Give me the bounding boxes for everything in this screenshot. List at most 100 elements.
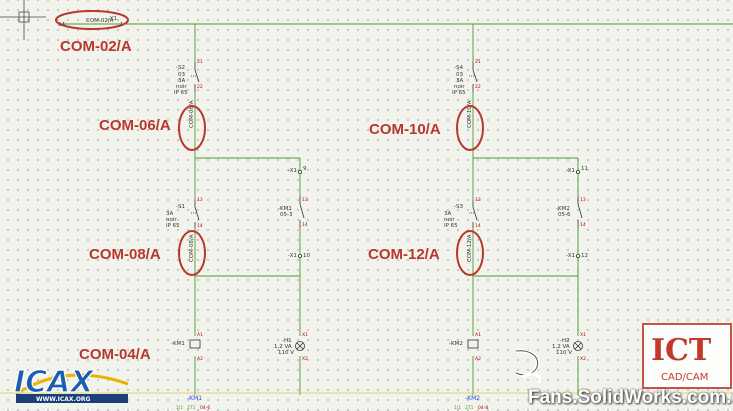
ict-logo-graphic: ICT CAD/CAM — [642, 323, 732, 389]
cable-com08-label: COM-08/A — [189, 234, 195, 262]
km1-contact-tag: -KM1 — [278, 206, 292, 212]
h2-power: 1,2 VA — [552, 344, 570, 350]
switch-s1-symbol[interactable] — [191, 200, 200, 228]
icax-logo: ICAX WWW.ICAX.ORG — [6, 354, 134, 406]
s2-ip: IP 65 — [174, 90, 188, 96]
switch-s2-symbol[interactable] — [191, 62, 200, 92]
source-terminal-tag: -X1 — [108, 16, 117, 22]
s3-ip: IP 65 — [444, 223, 458, 229]
km2-coil-pin-top: A1 — [475, 332, 481, 338]
h1-tag: -H1 — [282, 338, 292, 344]
km2-contact-pin-bottom: 14 — [580, 222, 586, 228]
s1-pin-bottom: 14 — [197, 223, 203, 229]
ict-logo-text: ICT — [651, 333, 712, 368]
km1-ref-label: -KM1 — [187, 395, 202, 402]
h1-voltage: 110 V — [278, 350, 294, 356]
km2-ref-code-1: 1|1 — [454, 405, 461, 411]
km1-coil-pin-top: A1 — [197, 332, 203, 338]
km1-contact-pin-bottom: 14 — [302, 222, 308, 228]
terminal-x1-top-symbol[interactable] — [297, 169, 302, 174]
cable-com12-highlight[interactable] — [456, 230, 484, 276]
x1-top-2-tag: -X1 — [566, 168, 575, 174]
s1-ip: IP 65 — [166, 223, 180, 229]
icax-logo-graphic: ICAX WWW.ICAX.ORG — [13, 364, 129, 403]
km2-ref-code-3: 04-8 — [478, 405, 488, 411]
km1-ref-code-1: 1|1 — [176, 405, 183, 411]
cable-com06-label: COM-06/A — [189, 100, 195, 128]
s4-tag: -S4 — [454, 65, 463, 71]
icax-logo-url: WWW.ICAX.ORG — [36, 396, 91, 403]
cable-com08-highlight[interactable] — [178, 230, 206, 276]
switch-s3-symbol[interactable] — [469, 200, 478, 228]
s1-pin-top: 13 — [197, 197, 203, 203]
x1-top-2-num: 11 — [581, 166, 588, 172]
solidworks-watermark: Fans.SolidWorks.com.cn — [528, 387, 733, 408]
s2-color: noir — [176, 84, 187, 90]
h2-tag: -H2 — [560, 338, 570, 344]
km1-contact-ref: 05-3 — [280, 212, 293, 218]
s2-ref: 03 — [178, 72, 185, 78]
s4-ip: IP 65 — [452, 90, 466, 96]
s4-rating: 3A — [456, 78, 463, 84]
s2-rating: 3A — [178, 78, 185, 84]
s1-color: noir — [166, 217, 177, 223]
h2-pin-top: X1 — [580, 332, 586, 338]
cable-com10-highlight[interactable] — [456, 105, 484, 151]
ict-logo: ICT CAD/CAM — [641, 322, 733, 392]
km2-coil-tag: -KM2 — [449, 341, 463, 347]
coil-km2-symbol[interactable] — [467, 339, 479, 349]
s4-pin-top: 21 — [475, 59, 481, 65]
km1-coil-pin-bottom: A2 — [197, 356, 203, 362]
callout-com-06: COM-06/A — [99, 117, 171, 134]
x1-bottom-num: 10 — [303, 253, 310, 259]
column-1-wiring — [194, 24, 301, 395]
s2-pin-bottom: 22 — [197, 84, 203, 90]
km2-coil-pin-bottom: A2 — [475, 356, 481, 362]
km2-contact-pin-top: 13 — [580, 197, 586, 203]
s2-tag: -S2 — [176, 65, 185, 71]
s1-tag: -S1 — [176, 204, 185, 210]
x1-top-num: 9 — [303, 166, 307, 172]
h2-pin-bottom: X2 — [580, 356, 586, 362]
x1-bottom-2-num: 12 — [581, 253, 588, 259]
terminal-x1-top-2-symbol[interactable] — [576, 169, 581, 174]
terminal-x1-bottom-symbol[interactable] — [297, 253, 302, 258]
km2-contact-ref: 05-6 — [558, 212, 571, 218]
s3-tag: -S3 — [454, 204, 463, 210]
km1-ref-code-3: 04-6 — [200, 405, 210, 411]
h1-pin-top: X1 — [302, 332, 308, 338]
km2-ref-label: -KM2 — [465, 395, 480, 402]
km1-ref-code-2: 2T1 — [187, 405, 196, 411]
ds-logo-icon — [515, 348, 541, 384]
contact-km2-symbol[interactable] — [577, 196, 583, 228]
h1-pin-bottom: X2 — [302, 356, 308, 362]
km1-coil-tag: -KM1 — [171, 341, 185, 347]
s3-pin-bottom: 14 — [475, 223, 481, 229]
cable-com10-label: COM-10/A — [467, 100, 473, 128]
source-cable-highlight[interactable] — [55, 10, 129, 30]
x1-bottom-tag: -X1 — [288, 253, 297, 259]
terminal-x1-bottom-2-symbol[interactable] — [576, 253, 581, 258]
lamp-h2-symbol[interactable] — [573, 341, 583, 351]
s4-pin-bottom: 22 — [475, 84, 481, 90]
km2-contact-tag: -KM2 — [556, 206, 570, 212]
callout-com-10: COM-10/A — [369, 121, 441, 138]
callout-com-02: COM-02/A — [60, 38, 132, 55]
cable-com06-highlight[interactable] — [178, 105, 206, 151]
cable-com12-label: COM-12/A — [467, 234, 473, 262]
source-cable-label: COM-02/A — [86, 18, 114, 24]
callout-com-04: COM-04/A — [79, 346, 151, 363]
s4-color: noir — [454, 84, 465, 90]
callout-com-12: COM-12/A — [368, 246, 440, 263]
ict-logo-subtext: CAD/CAM — [661, 372, 708, 383]
h2-voltage: 110 V — [556, 350, 572, 356]
column-2-wiring — [472, 24, 579, 395]
s3-pin-top: 13 — [475, 197, 481, 203]
contact-km1-symbol[interactable] — [299, 196, 305, 228]
s1-rating: 3A — [166, 211, 173, 217]
coil-km1-symbol[interactable] — [189, 339, 201, 349]
callout-com-08: COM-08/A — [89, 246, 161, 263]
switch-s4-symbol[interactable] — [469, 62, 478, 92]
lamp-h1-symbol[interactable] — [295, 341, 305, 351]
